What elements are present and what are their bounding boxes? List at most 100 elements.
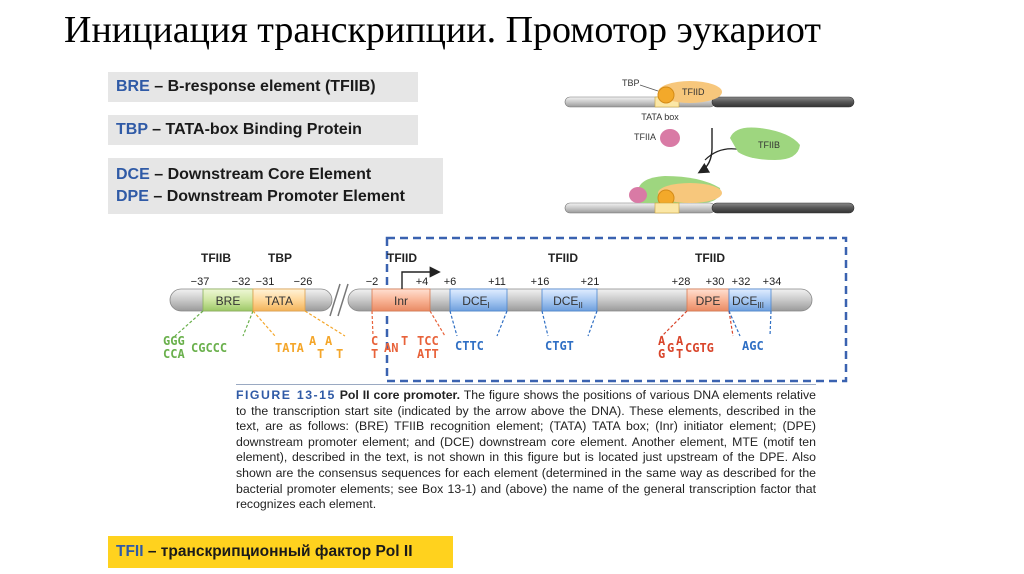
seq-dpe-a2: A xyxy=(676,334,684,348)
dce3-label-sub: III xyxy=(757,301,764,310)
legend-tbp: TBP – TATA-box Binding Protein xyxy=(108,115,418,145)
tata-connector-left xyxy=(252,310,276,337)
pos-plus34: +34 xyxy=(763,276,782,288)
seq-inr-c: C xyxy=(371,334,378,348)
tbp-label: TBP xyxy=(622,78,640,88)
figure-caption: FIGURE 13-15 Pol II core promoter. The f… xyxy=(236,388,816,513)
tata-connector-right xyxy=(304,310,346,337)
inr-segment xyxy=(371,288,431,312)
dce1-label: DCEI xyxy=(462,294,490,310)
seq-bre-core: CGCCC xyxy=(191,341,227,355)
dce1-connector-right xyxy=(496,310,508,337)
tbp-pointer xyxy=(639,84,659,92)
seq-inr-t2: T xyxy=(401,334,408,348)
pos-plus6: +6 xyxy=(444,276,457,288)
tata-label: TATA xyxy=(265,294,293,308)
legend-bre-abbr: BRE xyxy=(116,78,150,95)
legend-dce-text: – Downstream Core Element xyxy=(149,166,372,183)
legend-dpe-abbr: DPE xyxy=(116,188,149,205)
bre-label: BRE xyxy=(216,294,241,308)
inr-connector-right xyxy=(429,310,446,337)
pos-minus37: −37 xyxy=(191,276,210,288)
dce1-label-sub: I xyxy=(488,301,490,310)
pos-plus21: +21 xyxy=(581,276,600,288)
seq-inr-an: AN xyxy=(384,341,398,355)
legend-dce-dpe: DCE – Downstream Core Element DPE – Down… xyxy=(108,158,443,214)
legend-tbp-text: – TATA-box Binding Protein xyxy=(147,121,362,138)
seq-dce3: AGC xyxy=(742,339,764,353)
dpe-connector-right xyxy=(728,310,734,337)
seq-dce2: CTGT xyxy=(545,339,574,353)
seq-bre-top: GGG xyxy=(163,334,185,348)
dna-lower-light xyxy=(564,202,716,214)
caption-figure-title: Pol II core promoter. xyxy=(339,388,461,402)
tfiia-bound xyxy=(629,187,647,203)
dce3-label: DCEIII xyxy=(732,294,764,310)
pos-minus32: −32 xyxy=(232,276,251,288)
tfiib-label: TFIIB xyxy=(758,140,780,150)
legend-dce-abbr: DCE xyxy=(116,166,150,183)
dce1-segment xyxy=(449,288,508,312)
tata-box-lower xyxy=(654,202,680,214)
dce2-label-sub: II xyxy=(578,301,582,310)
assembly-arrow xyxy=(697,128,713,174)
seq-tata-a1: A xyxy=(309,334,317,348)
dna-upper-dark xyxy=(711,96,855,108)
dce2-label-main: DCE xyxy=(553,294,578,308)
factor-tfiid-dpe: TFIID xyxy=(695,251,725,265)
dce3-segment xyxy=(728,288,772,312)
bre-connector-left xyxy=(174,310,204,337)
seq-dpe-g2: G xyxy=(667,341,674,355)
tfiib-shape xyxy=(730,127,800,160)
footer-abbr: TFII xyxy=(116,543,144,560)
dna-lower-dark xyxy=(711,202,855,214)
dce2-label: DCEII xyxy=(553,294,583,310)
assembly-diagram: TBP TFIID TATA box TFIIA TFIIB xyxy=(564,78,855,214)
legend-dpe-text: – Downstream Promoter Element xyxy=(148,188,405,205)
legend-bre-text: – B-response element (TFIIB) xyxy=(149,78,376,95)
tata-segment xyxy=(252,288,306,312)
dce1-label-main: DCE xyxy=(462,294,487,308)
seq-inr-tcc: TCC xyxy=(417,334,439,348)
seq-inr-att: ATT xyxy=(417,347,439,361)
pos-plus11: +11 xyxy=(488,276,506,288)
seq-tata-core: TATA xyxy=(275,341,305,355)
footer-text: – транскрипционный фактор Pol II xyxy=(143,543,413,560)
caption-figure-number: FIGURE 13-15 xyxy=(236,388,336,402)
pos-plus16: +16 xyxy=(531,276,550,288)
seq-dpe-g1: G xyxy=(658,347,665,361)
dce2-segment xyxy=(541,288,598,312)
seq-tata-a2: A xyxy=(325,334,333,348)
bre-connector-right xyxy=(242,310,254,337)
factor-tfiib: TFIIB xyxy=(201,251,231,265)
slide-title: Инициация транскрипции. Промотор эукарио… xyxy=(64,9,821,51)
factor-tfiid-inr: TFIID xyxy=(387,251,417,265)
dce3-connector-left xyxy=(728,310,741,337)
seq-dpe-core: CGTG xyxy=(685,341,714,355)
pos-plus28: +28 xyxy=(672,276,691,288)
legend-dpe: DPE – Downstream Promoter Element xyxy=(116,186,435,208)
factor-tbp: TBP xyxy=(268,251,292,265)
transcription-start-arrow xyxy=(401,266,441,289)
dce2-connector-left xyxy=(541,310,549,337)
dpe-connector-left xyxy=(661,310,688,337)
legend-dce: DCE – Downstream Core Element xyxy=(116,164,435,186)
promoter-map: BRE TATA Inr DCEI DCEII DPE DCEIII TFIIB… xyxy=(163,236,848,383)
pos-minus2: −2 xyxy=(366,276,379,288)
dce2-connector-right xyxy=(587,310,598,337)
pos-plus4: +4 xyxy=(416,276,429,288)
seq-tata-t1: T xyxy=(317,347,324,361)
dce3-label-main: DCE xyxy=(732,294,757,308)
tata-box-label: TATA box xyxy=(641,112,679,122)
footer-note: TFII – транскрипционный фактор Pol II xyxy=(108,536,453,568)
pos-minus31: −31 xyxy=(256,276,275,288)
legend-bre: BRE – B-response element (TFIIB) xyxy=(108,72,418,102)
seq-inr-t: T xyxy=(371,347,378,361)
pos-plus30: +30 xyxy=(706,276,725,288)
pos-plus32: +32 xyxy=(732,276,751,288)
tfiia-label: TFIIA xyxy=(634,132,656,142)
seq-dpe-a1: A xyxy=(658,334,666,348)
dpe-label: DPE xyxy=(696,294,721,308)
tbp-upper xyxy=(657,86,675,104)
